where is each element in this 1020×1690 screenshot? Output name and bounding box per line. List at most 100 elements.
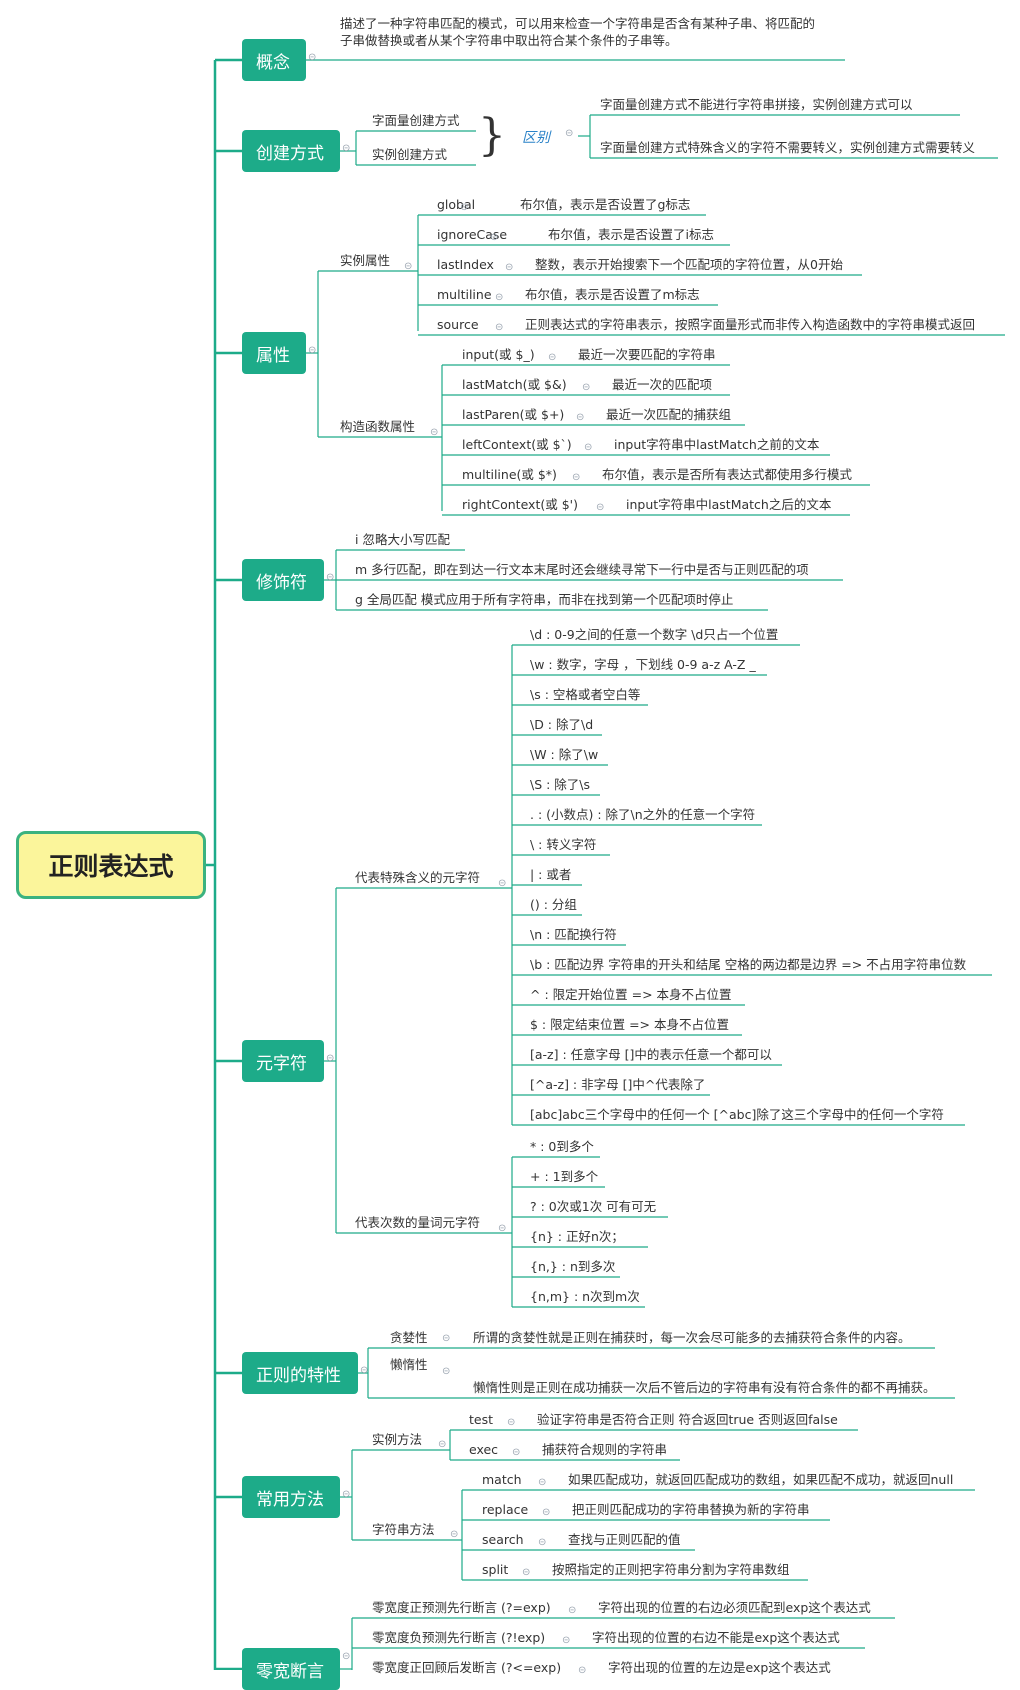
props-ctor-name: rightContext(或 $')	[462, 497, 578, 512]
props-ctor-desc: input字符串中lastMatch之后的文本	[626, 497, 832, 512]
create-method-item: 实例创建方式	[372, 147, 448, 162]
meta-special-item: | : 或者	[530, 867, 572, 882]
collapse-icon[interactable]: ⊝	[342, 143, 351, 154]
methods-instance-label: 实例方法	[372, 1432, 423, 1447]
methods-string-name: replace	[482, 1502, 529, 1517]
props-ctor-name: lastParen(或 $+)	[462, 407, 565, 422]
props-ctor-desc: input字符串中lastMatch之前的文本	[614, 437, 820, 452]
collapse-icon[interactable]: ⊝	[360, 1365, 369, 1376]
collapse-icon[interactable]: ⊝	[442, 1333, 451, 1344]
collapse-icon[interactable]: ⊝	[342, 1651, 351, 1662]
collapse-icon[interactable]: ⊝	[507, 1417, 516, 1428]
topic-modifier[interactable]: 修饰符	[242, 559, 324, 601]
collapse-icon[interactable]: ⊝	[548, 352, 557, 363]
root-topic[interactable]: 正则表达式	[16, 831, 206, 899]
meta-special-item: \w : 数字，字母 ，下划线 0-9 a-z A-Z _	[530, 657, 756, 672]
assert-name: 零宽度正回顾后发断言 (?<=exp)	[372, 1660, 562, 1675]
traits-name: 贪婪性	[390, 1330, 428, 1345]
methods-instance-desc: 捕获符合规则的字符串	[542, 1442, 668, 1457]
props-ctor-desc: 布尔值，表示是否所有表达式都使用多行模式	[602, 467, 853, 482]
collapse-icon[interactable]: ⊝	[538, 1477, 547, 1488]
collapse-icon[interactable]: ⊝	[442, 1366, 451, 1377]
collapse-icon[interactable]: ⊝	[495, 292, 504, 303]
collapse-icon[interactable]: ⊝	[538, 1537, 547, 1548]
concept-desc-line2: 子串做替换或者从某个字符串中取出符合某个条件的子串等。	[340, 33, 678, 48]
collapse-icon[interactable]: ⊝	[326, 572, 335, 583]
props-ctor-desc: 最近一次要匹配的字符串	[578, 347, 716, 362]
methods-string-name: search	[482, 1532, 524, 1547]
methods-string-label: 字符串方法	[372, 1522, 435, 1537]
assert-desc: 字符出现的位置的右边必须匹配到exp这个表达式	[598, 1600, 871, 1615]
modifier-item: g 全局匹配 模式应用于所有字符串，而非在找到第一个匹配项时停止	[355, 592, 734, 607]
collapse-icon[interactable]: ⊝	[505, 262, 514, 273]
collapse-icon[interactable]: ⊝	[578, 1665, 587, 1676]
props-instance-name: multiline	[437, 287, 492, 302]
topic-methods-label: 常用方法	[256, 1489, 324, 1510]
modifier-item: i 忽略大小写匹配	[355, 532, 450, 547]
topic-methods[interactable]: 常用方法	[242, 1476, 340, 1518]
collapse-icon[interactable]: ⊝	[430, 427, 439, 438]
collapse-icon[interactable]: ⊝	[308, 345, 317, 356]
meta-special-item: \D : 除了\d	[530, 717, 594, 732]
props-instance-name: ignoreCase	[437, 227, 508, 242]
topic-concept[interactable]: 概念	[242, 39, 306, 81]
topic-create[interactable]: 创建方式	[242, 130, 340, 172]
collapse-icon[interactable]: ⊝	[562, 1635, 571, 1646]
assert-name: 零宽度负预测先行断言 (?!exp)	[372, 1630, 546, 1645]
collapse-icon[interactable]: ⊝	[342, 1489, 351, 1500]
collapse-icon[interactable]: ⊝	[498, 878, 507, 889]
collapse-icon[interactable]: ⊝	[568, 1605, 577, 1616]
methods-instance-name: exec	[469, 1442, 499, 1457]
meta-special-item: \s : 空格或者空白等	[530, 687, 641, 702]
collapse-icon[interactable]: ⊝	[542, 1507, 551, 1518]
topic-props[interactable]: 属性	[242, 332, 306, 374]
collapse-icon[interactable]: ⊝	[495, 322, 504, 333]
assert-desc: 字符出现的位置的左边是exp这个表达式	[608, 1660, 831, 1675]
collapse-icon[interactable]: ⊝	[596, 502, 605, 513]
collapse-icon[interactable]: ⊝	[512, 1447, 521, 1458]
topic-traits[interactable]: 正则的特性	[242, 1352, 358, 1394]
meta-special-item: \W : 除了\w	[530, 747, 599, 762]
create-diff-item: 字面量创建方式不能进行字符串拼接，实例创建方式可以	[600, 97, 913, 112]
collapse-icon[interactable]: ⊝	[582, 382, 591, 393]
collapse-icon[interactable]: ⊝	[460, 202, 469, 213]
props-instance-desc: 布尔值，表示是否设置了g标志	[520, 197, 691, 212]
concept-desc-line1: 描述了一种字符串匹配的模式，可以用来检查一个字符串是否含有某种子串、将匹配的	[340, 16, 816, 31]
topic-modifier-label: 修饰符	[256, 572, 307, 593]
create-method-item: 字面量创建方式	[372, 113, 460, 128]
methods-string-name: split	[482, 1562, 509, 1577]
meta-special-item: \b : 匹配边界 字符串的开头和结尾 空格的两边都是边界 => 不占用字符串位…	[530, 957, 967, 972]
collapse-icon[interactable]: ⊝	[522, 1567, 531, 1578]
topic-meta[interactable]: 元字符	[242, 1040, 324, 1082]
props-ctor-desc: 最近一次匹配的捕获组	[606, 407, 732, 422]
collapse-icon[interactable]: ⊝	[438, 1439, 447, 1450]
collapse-icon[interactable]: ⊝	[572, 472, 581, 483]
meta-quant-item: + : 1到多个	[530, 1169, 599, 1184]
collapse-icon[interactable]: ⊝	[450, 1529, 459, 1540]
collapse-icon[interactable]: ⊝	[326, 1053, 335, 1064]
assert-name: 零宽度正预测先行断言 (?=exp)	[372, 1600, 551, 1615]
modifier-item: m 多行匹配，即在到达一行文本末尾时还会继续寻常下一行中是否与正则匹配的项	[355, 562, 809, 577]
topic-concept-label: 概念	[256, 52, 290, 73]
topic-create-label: 创建方式	[256, 143, 324, 164]
meta-special-item: [abc]abc三个字母中的任何一个 [^abc]除了这三个字母中的任何一个字符	[530, 1107, 944, 1122]
topic-assert[interactable]: 零宽断言	[242, 1648, 340, 1690]
meta-quant-item: {n,m} : n次到m次	[530, 1289, 640, 1304]
collapse-icon[interactable]: ⊝	[565, 128, 574, 139]
collapse-icon[interactable]: ⊝	[584, 442, 593, 453]
props-ctor-name: multiline(或 $*)	[462, 467, 557, 482]
collapse-icon[interactable]: ⊝	[490, 232, 499, 243]
props-instance-desc: 布尔值，表示是否设置了m标志	[525, 287, 700, 302]
props-ctor-label: 构造函数属性	[340, 419, 416, 434]
collapse-icon[interactable]: ⊝	[404, 261, 413, 272]
meta-special-item: ^ : 限定开始位置 => 本身不占位置	[530, 987, 732, 1002]
collapse-icon[interactable]: ⊝	[498, 1223, 507, 1234]
methods-string-desc: 按照指定的正则把字符串分割为字符串数组	[552, 1562, 790, 1577]
props-instance-name: lastIndex	[437, 257, 494, 272]
collapse-icon[interactable]: ⊝	[576, 412, 585, 423]
meta-special-item: [a-z] : 任意字母 []中的表示任意一个都可以	[530, 1047, 772, 1062]
meta-quant-item: {n} : 正好n次；	[530, 1229, 624, 1244]
collapse-icon[interactable]: ⊝	[308, 52, 317, 63]
create-diff-label: 区别	[522, 130, 550, 146]
